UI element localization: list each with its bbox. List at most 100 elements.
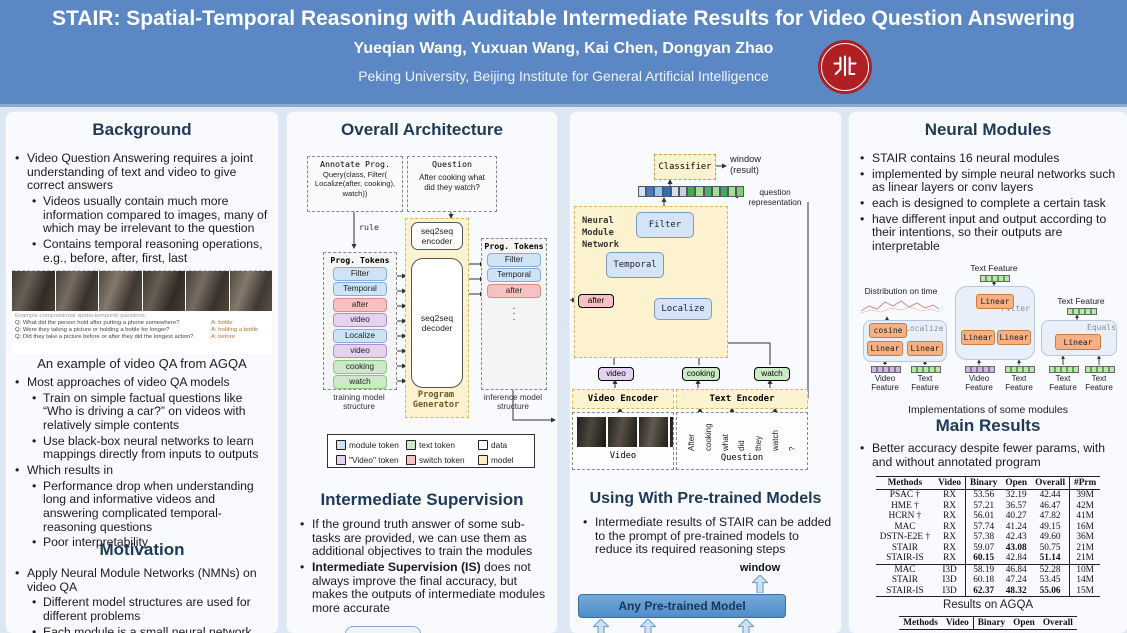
seq2seq-decoder: seq2seq decoder (411, 258, 463, 388)
example-questions: Example compositional spatio-temporal qu… (12, 312, 272, 354)
legend-label: switch token (419, 454, 465, 465)
representation-cell (638, 186, 647, 197)
background-panel: Background •Video Question Answering req… (6, 112, 278, 633)
up-arrow-icon (640, 619, 656, 633)
rule-label: rule (359, 222, 379, 232)
table-cell: STAIR (891, 575, 918, 586)
question-representation-label: question representation (748, 187, 802, 207)
table-cell: DSTN-E2E † (879, 532, 931, 543)
bullet-text: Video Question Answering requires a join… (27, 151, 254, 193)
pretrained-heading: Using With Pre-trained Models (589, 490, 822, 507)
table-cell: 14M (1069, 575, 1101, 586)
clipped-box (345, 626, 421, 633)
pretrained-bullet: Intermediate results of STAIR can be add… (595, 515, 832, 557)
table-cell: I3D (934, 585, 966, 597)
question-word: they (754, 435, 764, 451)
bullet-item: •Apply Neural Module Networks (NMNs) on … (14, 566, 272, 594)
prog-token-watch: watch (333, 375, 387, 389)
background-bullet-list: •Video Question Answering requires a joi… (14, 151, 272, 267)
table-cell: 51.14 (1039, 553, 1061, 564)
table-cell: PSAC † (889, 490, 921, 501)
table-cell: 47.24 (1005, 575, 1027, 586)
bullet-item: •Which results in (14, 462, 272, 478)
architecture-heading: Overall Architecture (341, 120, 503, 139)
table-cell: 39M (1069, 489, 1101, 501)
filter-impl-name: Filter (1001, 304, 1030, 313)
question-word: what (720, 434, 730, 451)
table-cell: 42.84 (1005, 553, 1027, 564)
filter-module: Filter (636, 212, 694, 238)
question-word: After (686, 434, 696, 451)
question-representation-strip (638, 186, 745, 197)
bullet-item: •STAIR contains 16 neural modules (859, 151, 1119, 166)
data-swatch-icon (478, 439, 488, 450)
representation-cell (703, 186, 712, 197)
prog-token-after: after (487, 283, 541, 298)
module-swatch-icon (336, 439, 346, 450)
representation-cell (646, 186, 655, 197)
linear-op: Linear (997, 330, 1031, 345)
example-question: Q: Did they take a picture before or aft… (15, 334, 194, 341)
table-cell: 15M (1069, 585, 1101, 597)
cosine-op: cosine (869, 323, 907, 338)
example-answer: A: before (211, 334, 235, 341)
input-label: Text Feature (911, 374, 939, 392)
neural-modules-bullet-list: •STAIR contains 16 neural modules•implem… (859, 151, 1119, 256)
peking-university-logo-icon (818, 40, 872, 94)
bullet-item: •implemented by simple neural networks s… (859, 167, 1119, 195)
background-bullet-list-2: •Most approaches of video QA models•Trai… (14, 375, 272, 552)
annotate-prog-code: Query(class, Filter( Localize(after, coo… (314, 170, 396, 198)
video-frame (186, 271, 229, 311)
column-header: Video (934, 476, 966, 490)
window-result-label: window (result) (730, 154, 761, 176)
video-frame (577, 417, 606, 447)
feature-bar (911, 366, 941, 373)
video-token: video (598, 367, 634, 381)
example-answer: A: holding a bottle (211, 327, 259, 334)
bullet-icon: • (32, 390, 37, 405)
feature-bar (965, 366, 995, 373)
classifier-label: Classifier (658, 162, 712, 172)
representation-cell (654, 186, 663, 197)
video-frame (99, 271, 142, 311)
example-question: Q: What did the person hold after puttin… (15, 320, 180, 326)
representation-cell (736, 186, 745, 197)
input-label: Video Feature (965, 374, 993, 392)
representation-cell (662, 186, 671, 197)
feature-bar (1067, 308, 1097, 315)
bullet-item: •Contains temporal reasoning operations,… (31, 237, 272, 265)
representation-cell (678, 186, 688, 197)
table-cell: 57.21 (965, 500, 1002, 511)
table-cell: I3D (942, 575, 957, 586)
bullet-icon: • (860, 195, 865, 210)
bullet-item: •If the ground truth answer of some sub-… (299, 517, 547, 559)
bullet-item: •have different input and output accordi… (859, 212, 1119, 254)
bullet-item: •Poor interpretability (31, 535, 272, 550)
table-cell: 46.84 (1001, 563, 1032, 575)
video-swatch-icon (336, 454, 346, 465)
bullet-icon: • (32, 535, 37, 550)
table-cell: 40.27 (1005, 511, 1027, 522)
linear-op: Linear (1055, 334, 1101, 350)
bullet-icon: • (15, 462, 20, 477)
intermediate-supervision-heading: Intermediate Supervision (320, 490, 524, 509)
pretrained-window-label: window (739, 562, 781, 574)
bullet-item: •Use black-box neural networks to learn … (31, 434, 272, 462)
table-cell: 57.38 (965, 532, 1002, 543)
bullet-icon: • (583, 515, 588, 529)
bullet-icon: • (860, 441, 865, 455)
bullet-icon: • (32, 193, 37, 208)
table-cell: MAC (875, 563, 935, 575)
table-cell: HME † (891, 500, 919, 511)
